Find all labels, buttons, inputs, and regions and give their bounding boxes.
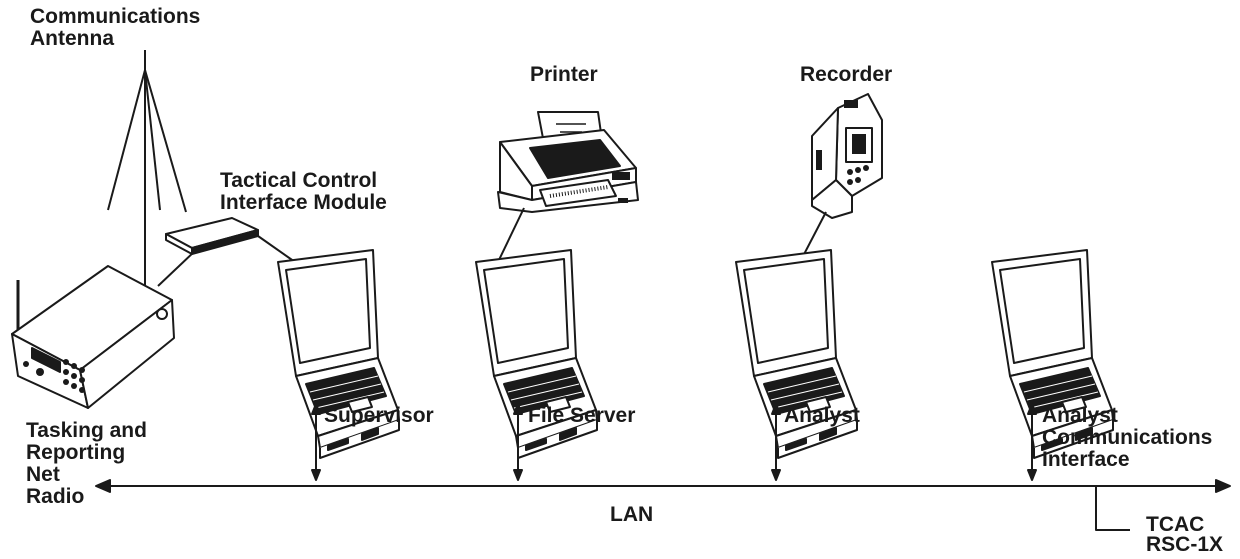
lan-label: LAN [610, 503, 654, 526]
antenna-label-line1: Communications [30, 5, 201, 28]
aci-label-line3: Interface [1042, 448, 1130, 471]
radio-label-line2: Reporting [26, 441, 126, 464]
antenna-icon [107, 50, 187, 290]
aci-label-line1: Analyst [1042, 404, 1118, 427]
tcac-connector [1095, 486, 1130, 531]
tcim-label-line2: Interface Module [220, 191, 387, 214]
tcim-label-line1: Tactical Control [220, 169, 378, 192]
radio-label-line1: Tasking and [26, 419, 147, 442]
radio-icon [11, 265, 175, 409]
lan-line [95, 479, 1231, 493]
aci-label-line2: Communications [1042, 426, 1213, 449]
printer-icon [497, 111, 639, 213]
interface-module-icon [165, 217, 259, 255]
antenna-label-line2: Antenna [30, 27, 114, 50]
radio-label-line4: Radio [26, 485, 85, 508]
printer-label: Printer [530, 63, 598, 86]
analyst-label: Analyst [784, 404, 860, 427]
tcac-label-line1: TCAC [1146, 513, 1205, 536]
recorder-icon [811, 93, 883, 219]
recorder-label: Recorder [800, 63, 893, 86]
lan-drop-lines [311, 403, 1037, 481]
tcac-label-line2: RSC-1X [1146, 533, 1224, 556]
supervisor-label: Supervisor [324, 404, 434, 427]
radio-label-line3: Net [26, 463, 60, 486]
file-server-label: File Server [528, 404, 636, 427]
